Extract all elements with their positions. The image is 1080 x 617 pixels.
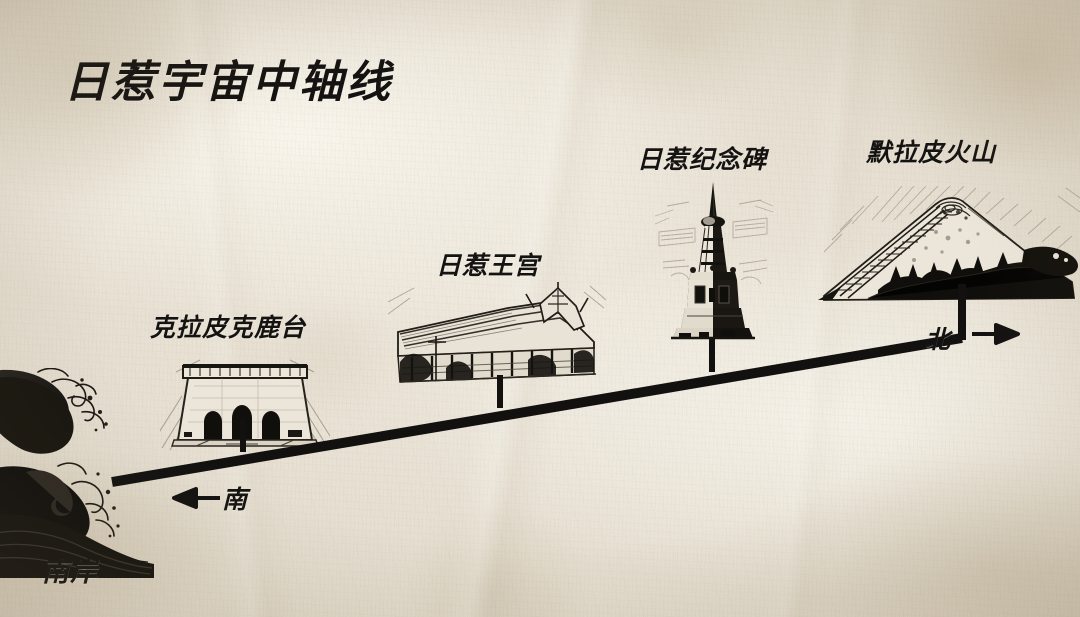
infographic-canvas: 日惹宇宙中轴线 克拉皮克鹿台 日惹王宫 日惹纪念碑 默拉皮火山 北 南 南岸 [0,0,1080,617]
paper-grain-overlay [0,0,1080,617]
